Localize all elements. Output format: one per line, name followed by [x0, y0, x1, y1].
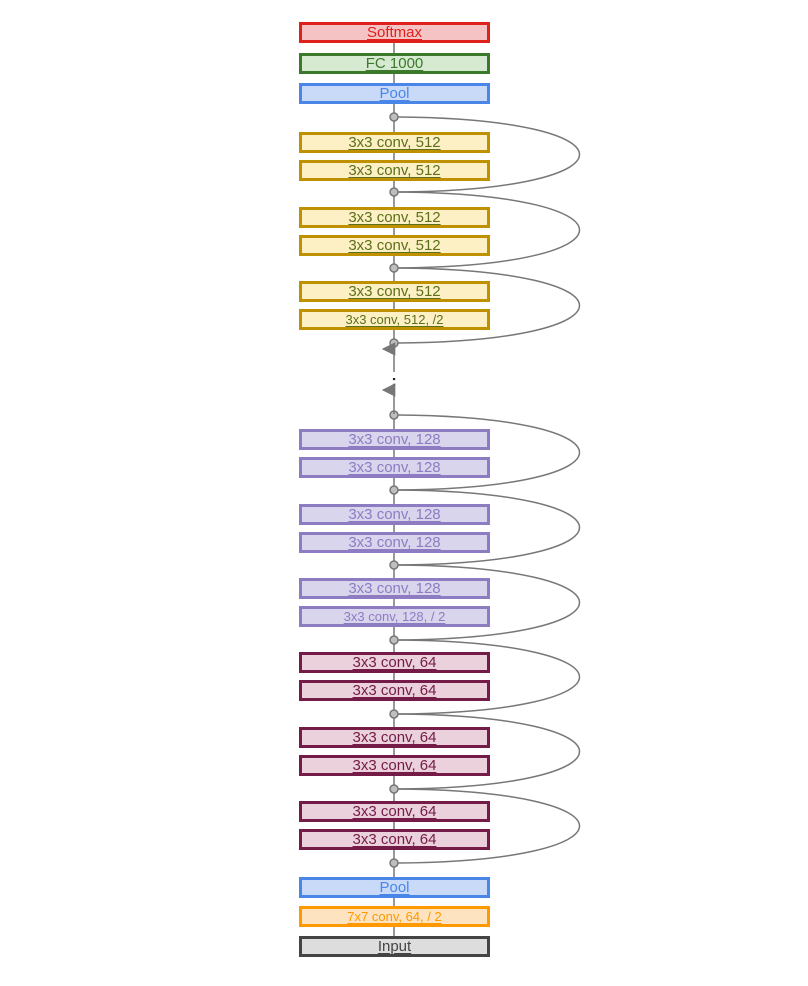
skip-arc	[397, 639, 581, 715]
layer-conv64-4: 3x3 conv, 64	[299, 755, 490, 776]
skip-arc	[397, 414, 581, 491]
skip-arc	[397, 191, 581, 269]
layer-conv64-2: 3x3 conv, 64	[299, 680, 490, 701]
ellipsis-gap: :	[381, 342, 397, 414]
junction-node	[389, 784, 399, 794]
junction-node	[389, 187, 399, 197]
layer-conv64-1: 3x3 conv, 64	[299, 652, 490, 673]
junction-node	[389, 635, 399, 645]
layer-conv64-6: 3x3 conv, 64	[299, 829, 490, 850]
skip-arc	[397, 116, 581, 193]
layer-conv128-4: 3x3 conv, 128	[299, 532, 490, 553]
layer-conv7x7: 7x7 conv, 64, / 2	[299, 906, 490, 927]
junction-node	[389, 263, 399, 273]
layer-input: Input	[299, 936, 490, 957]
layer-fc-1000: FC 1000	[299, 53, 490, 74]
layer-conv64-3: 3x3 conv, 64	[299, 727, 490, 748]
skip-arc	[397, 489, 581, 566]
junction-node	[389, 485, 399, 495]
junction-node	[389, 709, 399, 719]
layer-conv512-2: 3x3 conv, 512	[299, 160, 490, 181]
layer-pool-bottom: Pool	[299, 877, 490, 898]
junction-node	[389, 560, 399, 570]
junction-node	[389, 858, 399, 868]
skip-connections	[397, 116, 581, 864]
layer-conv128-5: 3x3 conv, 128	[299, 578, 490, 599]
junction-node	[389, 338, 399, 348]
layer-conv512-3: 3x3 conv, 512	[299, 207, 490, 228]
layer-conv512-4: 3x3 conv, 512	[299, 235, 490, 256]
ellipsis-dots: :	[391, 373, 396, 390]
layer-conv128-1: 3x3 conv, 128	[299, 429, 490, 450]
layer-conv512-5: 3x3 conv, 512	[299, 281, 490, 302]
skip-arc	[397, 267, 581, 344]
layer-conv512-6: 3x3 conv, 512, /2	[299, 309, 490, 330]
skip-arc	[397, 564, 581, 641]
skip-arc	[397, 713, 581, 790]
layer-conv512-1: 3x3 conv, 512	[299, 132, 490, 153]
layer-softmax: Softmax	[299, 22, 490, 43]
layer-conv128-2: 3x3 conv, 128	[299, 457, 490, 478]
junction-node	[389, 112, 399, 122]
layer-pool-top: Pool	[299, 83, 490, 104]
skip-arc	[397, 788, 581, 864]
layer-conv128-6: 3x3 conv, 128, / 2	[299, 606, 490, 627]
layer-conv64-5: 3x3 conv, 64	[299, 801, 490, 822]
layer-conv128-3: 3x3 conv, 128	[299, 504, 490, 525]
